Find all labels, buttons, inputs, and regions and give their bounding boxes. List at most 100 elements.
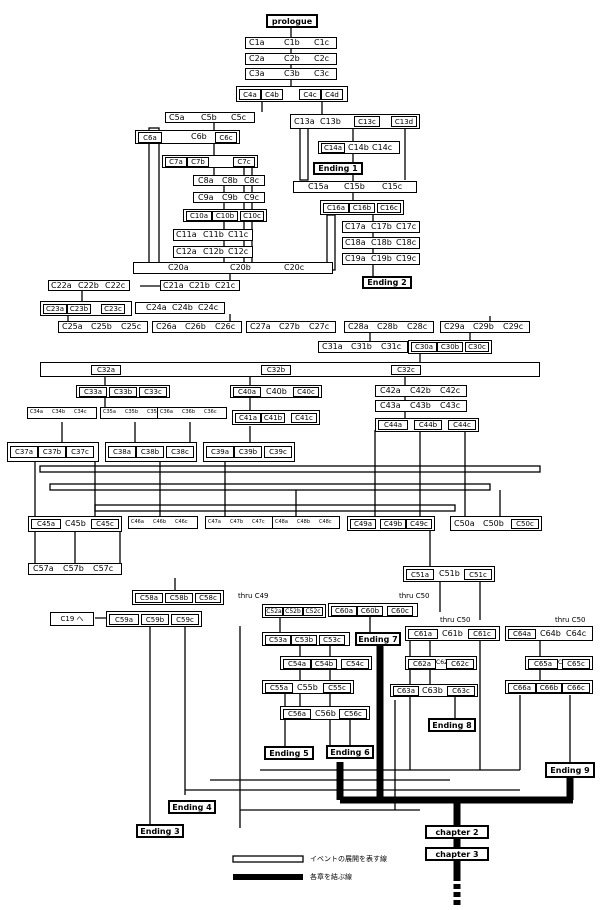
c32c-node: C32c (391, 365, 421, 375)
c3b-label: C3b (284, 69, 300, 78)
c42b-label: C42b (410, 386, 431, 395)
c57a-label: C57a (33, 564, 54, 573)
c58a-node: C58a (135, 593, 163, 603)
prologue-node: prologue (266, 14, 318, 28)
c25c-label: C25c (121, 322, 142, 331)
c19a-label: C19a (345, 254, 366, 263)
c28c-label: C28c (407, 322, 428, 331)
chapter-3-node: chapter 3 (425, 847, 489, 861)
c66c-node: C66c (562, 683, 590, 693)
c41b-node: C41b (261, 413, 285, 423)
c36a-label: C36a (160, 409, 173, 415)
c44c-node: C44c (448, 420, 476, 430)
c16a-node: C16a (323, 203, 349, 213)
row-c29: C29a C29b C29c (440, 321, 530, 333)
c6c-node: C6c (215, 132, 237, 143)
c27a-label: C27a (250, 322, 271, 331)
row-c24: C24a C24b C24c (135, 302, 225, 314)
c1b-label: C1b (284, 38, 300, 47)
row-c31: C31a C31b C31c (318, 341, 408, 353)
c22b-label: C22b (78, 281, 99, 290)
c8b-label: C8b (222, 176, 238, 185)
thru-c50-note-3: thru C50 (555, 616, 586, 624)
c24b-label: C24b (172, 303, 193, 312)
c2c-label: C2c (314, 54, 330, 63)
row-c13: C13a C13b C13c C13d (290, 114, 420, 129)
row-c37: C37a C37b C37c (7, 442, 99, 462)
c44b-node: C44b (414, 420, 442, 430)
row-c46: C46a C46b C46c (128, 516, 198, 529)
c55a-node: C55a (265, 683, 293, 693)
row-c8: C8a C8b C8c (193, 175, 265, 186)
row-c20: C20a C20b C20c (133, 262, 333, 274)
c36b-label: C36b (182, 409, 196, 415)
c60b-node: C60b (357, 606, 383, 616)
c63b-label: C63b (422, 686, 443, 695)
row-c40: C40a C40b C40c (230, 385, 322, 398)
c11b-label: C11b (203, 230, 224, 239)
c54b-node: C54b (311, 659, 337, 669)
c54c-node: C54c (341, 659, 369, 669)
ending-9-node: Ending 9 (545, 762, 595, 778)
c50c-node: C50c (511, 519, 539, 529)
c26b-label: C26b (185, 322, 206, 331)
c38a-node: C38a (108, 446, 136, 458)
c62a-node: C62a (408, 659, 436, 669)
c53b-node: C53b (291, 635, 317, 645)
c61a-node: C61a (408, 629, 438, 639)
c45c-node: C45c (91, 519, 119, 529)
c29c-label: C29c (503, 322, 524, 331)
c22c-label: C22c (105, 281, 126, 290)
c2a-label: C2a (249, 54, 265, 63)
c38b-node: C38b (136, 446, 164, 458)
row-c48: C48a C48b C48c (272, 516, 340, 529)
c66a-node: C66a (508, 683, 536, 693)
c55b-label: C55b (297, 683, 318, 692)
row-c49: C49a C49b C49c (347, 516, 435, 531)
c31a-label: C31a (322, 342, 343, 351)
row-c35: C35a C35b C35c (100, 407, 170, 419)
c51c-node: C51c (464, 569, 492, 580)
c48a-label: C48a (275, 519, 288, 525)
row-c42: C42a C42b C42c (375, 385, 467, 397)
row-c50: C50a C50b C50c (450, 516, 542, 531)
c33b-node: C33b (109, 387, 137, 397)
c52a-node: C52a (265, 607, 283, 616)
row-c17: C17a C17b C17c (342, 221, 420, 233)
c39c-node: C39c (264, 446, 292, 458)
c10c-node: C10c (240, 211, 264, 221)
c18c-label: C18c (396, 238, 417, 247)
c48c-label: C48c (319, 519, 332, 525)
c55c-node: C55c (323, 683, 351, 693)
c21c-label: C21c (215, 281, 236, 290)
c37b-node: C37b (38, 446, 66, 458)
c34b-label: C34b (52, 409, 66, 415)
c23c-node: C23c (101, 304, 125, 314)
c33a-node: C33a (79, 387, 107, 397)
row-c33: C33a C33b C33c (76, 385, 170, 398)
row-c28: C28a C28b C28c (344, 321, 434, 333)
c3a-label: C3a (249, 69, 265, 78)
c43b-label: C43b (410, 401, 431, 410)
c41a-node: C41a (235, 413, 261, 423)
c15a-label: C15a (308, 182, 329, 191)
row-c58: C58a C58b C58c (132, 590, 224, 605)
c60a-node: C60a (331, 606, 357, 616)
c61b-label: C61b (442, 629, 463, 638)
legend-chapter-line-label: 各章を結ぶ線 (310, 873, 352, 881)
c23b-node: C23b (67, 304, 91, 314)
c16c-node: C16c (377, 203, 401, 213)
c24a-label: C24a (146, 303, 167, 312)
row-c47: C47a C47b C47c (205, 516, 273, 529)
row-c38: C38a C38b C38c (105, 442, 197, 462)
ending-1-node: Ending 1 (313, 162, 363, 175)
row-c10: C10a C10b C10c (183, 209, 267, 222)
c18b-label: C18b (371, 238, 392, 247)
c6a-node: C6a (138, 132, 162, 143)
c57c-label: C57c (93, 564, 114, 573)
c12a-label: C12a (176, 247, 197, 256)
ending-7-node: Ending 7 (355, 632, 401, 646)
c35a-label: C35a (103, 409, 116, 415)
row-c65: C65a C65b C65c (525, 656, 593, 670)
